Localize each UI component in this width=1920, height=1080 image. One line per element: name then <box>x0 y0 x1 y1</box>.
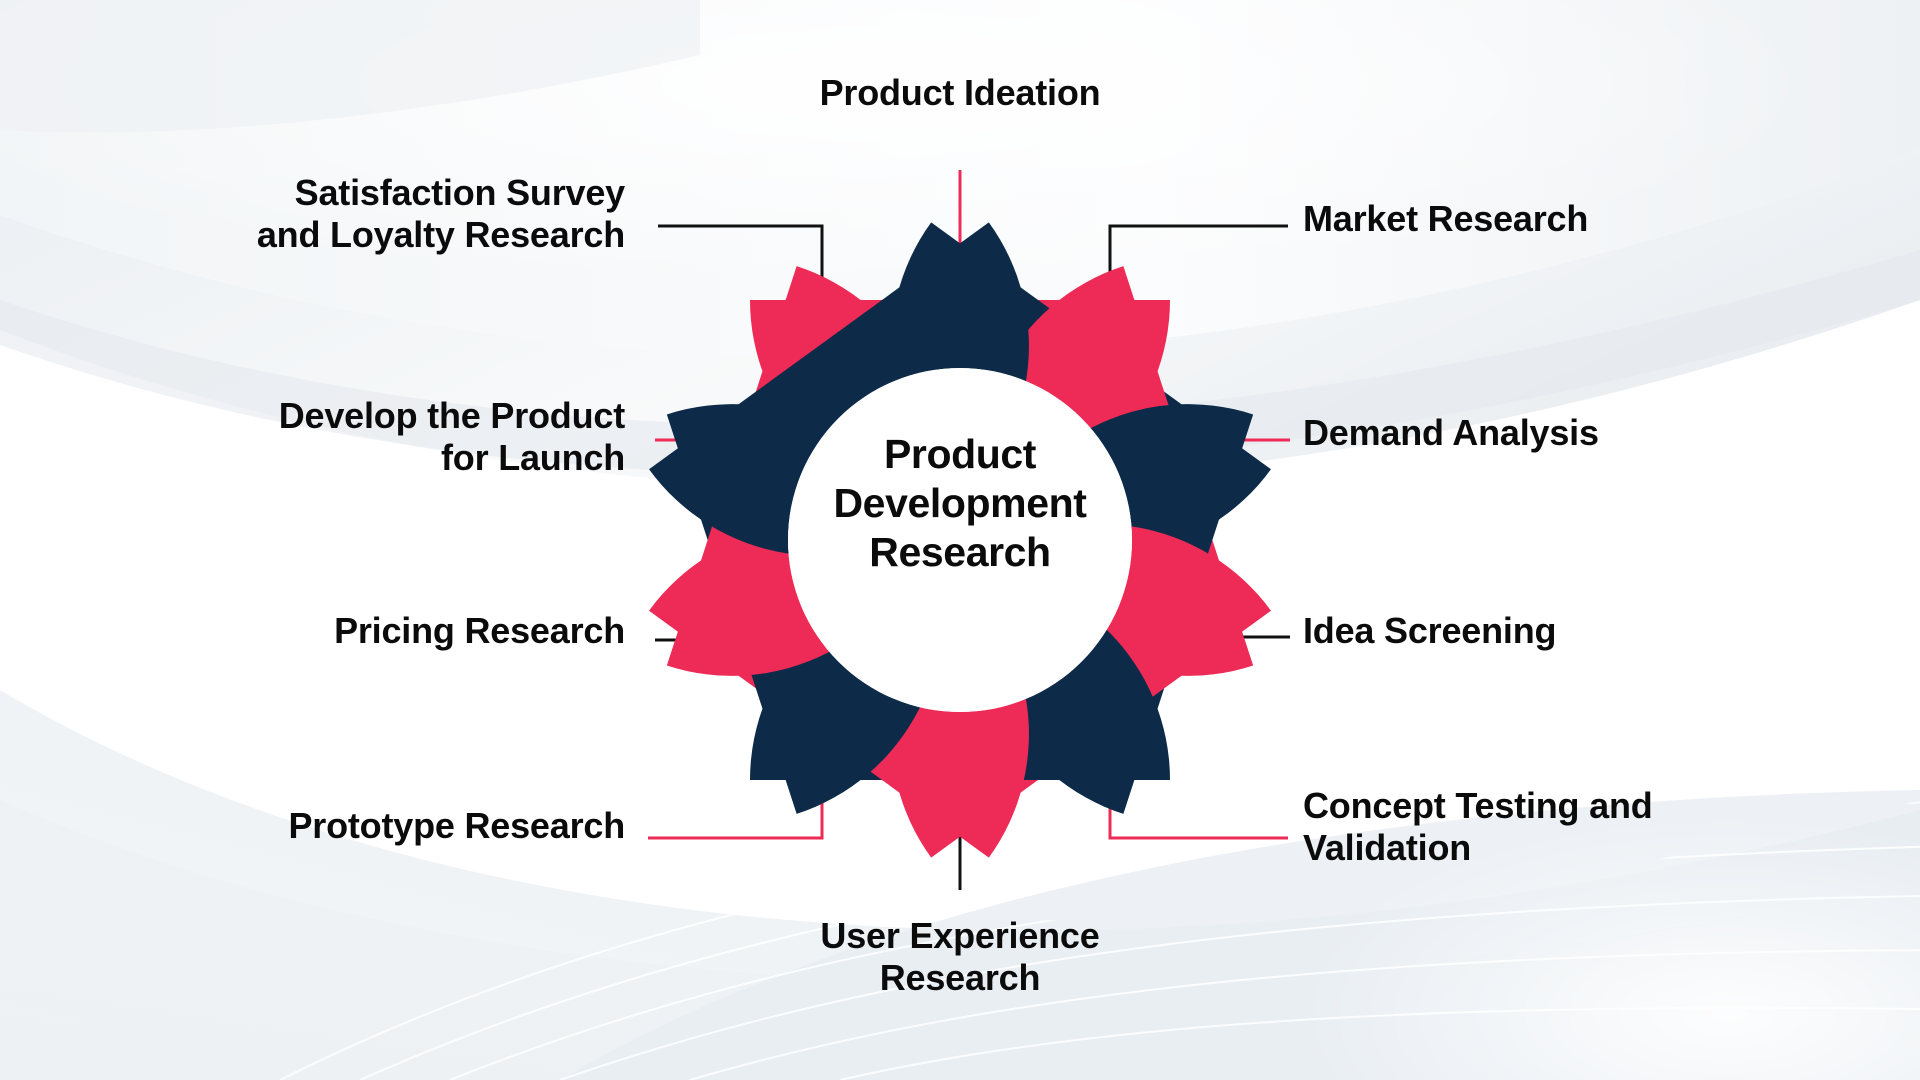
label-product-ideation[interactable]: Product Ideation <box>819 72 1101 113</box>
label-develop-product[interactable]: Develop the Product for Launch <box>278 395 625 478</box>
label-prototype-research[interactable]: Prototype Research <box>288 805 625 846</box>
label-idea-screening[interactable]: Idea Screening <box>1303 610 1557 651</box>
label-satisfaction-survey[interactable]: Satisfaction Survey and Loyalty Research <box>256 172 625 255</box>
center-title: Product Development Research <box>833 431 1087 575</box>
label-user-experience[interactable]: User Experience Research <box>820 915 1100 998</box>
label-demand-analysis[interactable]: Demand Analysis <box>1303 412 1599 453</box>
label-market-research[interactable]: Market Research <box>1303 198 1589 239</box>
label-concept-testing[interactable]: Concept Testing and Validation <box>1303 785 1653 868</box>
center-circle <box>788 368 1132 712</box>
wave-top-left-tint <box>0 0 700 133</box>
label-pricing-research[interactable]: Pricing Research <box>334 610 625 651</box>
